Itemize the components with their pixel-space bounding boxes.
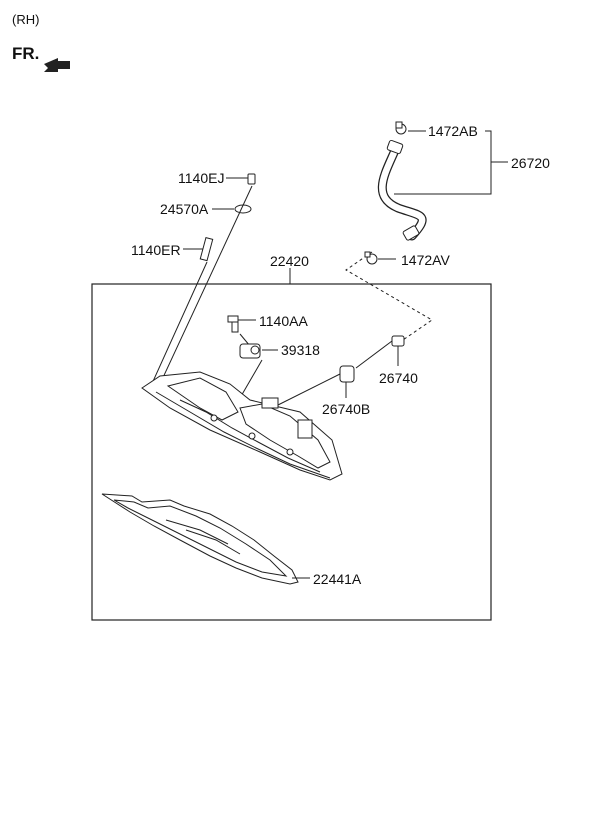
- label-1140er: 1140ER: [131, 242, 181, 258]
- side-indicator: (RH): [12, 12, 40, 27]
- label-26740b: 26740B: [322, 401, 371, 417]
- clamp-1472av: [364, 251, 378, 265]
- label-1140ej: 1140EJ: [178, 170, 225, 186]
- assembly-line-left: [159, 185, 253, 385]
- bolt-1140aa: [227, 315, 256, 347]
- stud-1140er: [183, 236, 214, 262]
- hose-end-lower: [402, 225, 420, 241]
- label-1472av: 1472AV: [401, 252, 450, 268]
- bolt-1140ej: [226, 173, 256, 185]
- fitting-26740b: [275, 365, 355, 407]
- assembly-line-left-2: [149, 261, 208, 389]
- valve-cover: [141, 371, 343, 481]
- label-22441a: 22441A: [313, 571, 362, 587]
- clamp-1472ab: [395, 121, 407, 135]
- washer-24570a: [212, 204, 252, 214]
- label-24570a: 24570A: [160, 201, 209, 217]
- label-26740: 26740: [379, 370, 418, 386]
- valve-26740: [355, 335, 405, 369]
- gasket-22441a: [101, 493, 310, 585]
- label-1140aa: 1140AA: [259, 313, 308, 329]
- label-39318: 39318: [281, 342, 320, 358]
- hose-end-upper: [386, 139, 404, 155]
- bracket-26720: [394, 130, 492, 195]
- assembly-frame: [91, 283, 492, 621]
- sensor-39318: [239, 343, 278, 399]
- label-1472ab: 1472AB: [428, 123, 478, 139]
- label-26720: 26720: [511, 155, 550, 171]
- front-direction-label: FR.: [12, 44, 40, 63]
- front-arrow-icon: [44, 58, 70, 72]
- dashed-connector: [345, 251, 433, 343]
- label-22420: 22420: [270, 253, 309, 269]
